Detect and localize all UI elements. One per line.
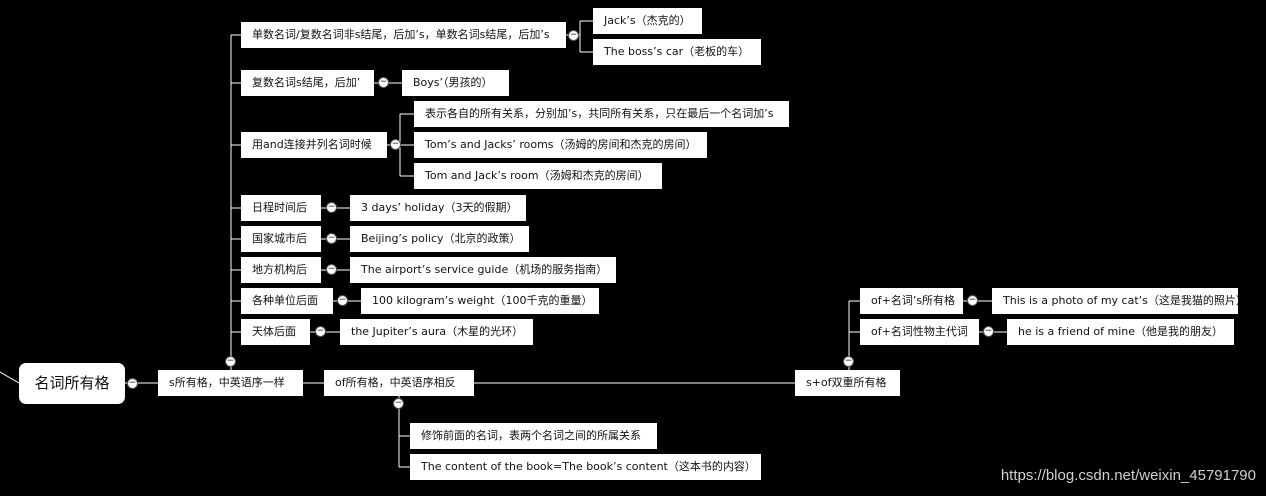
rule-collapse-icon[interactable]: − xyxy=(378,77,389,88)
rule-collapse-icon[interactable]: − xyxy=(326,264,337,275)
rule-collapse-icon[interactable]: − xyxy=(568,30,579,41)
example-node[interactable]: 表示各自的所有关系，分别加’s，共同所有关系，只在最后一个名词加’s xyxy=(414,101,789,127)
of-detail-node[interactable]: The content of the book=The book’s conte… xyxy=(410,454,761,480)
s-genitive-collapse-icon[interactable]: − xyxy=(225,356,236,367)
rule-collapse-icon[interactable]: − xyxy=(337,295,348,306)
rule-collapse-icon[interactable]: − xyxy=(315,326,326,337)
example-node[interactable]: Boys’（男孩的） xyxy=(402,70,509,96)
s-rule-time[interactable]: 日程时间后 xyxy=(241,195,321,221)
s-rule-country-city[interactable]: 国家城市后 xyxy=(241,226,321,252)
rule-collapse-icon[interactable]: − xyxy=(326,202,337,213)
example-node[interactable]: Jack’s（杰克的） xyxy=(593,8,702,34)
s-rule-celestial[interactable]: 天体后面 xyxy=(241,319,310,345)
example-node[interactable]: Tom’s and Jacks’ rooms（汤姆的房间和杰克的房间） xyxy=(414,132,707,158)
root-topic[interactable]: 名词所有格 xyxy=(19,363,125,404)
branch-s-genitive[interactable]: s所有格，中英语序一样 xyxy=(158,370,303,396)
connector-line xyxy=(0,371,20,384)
example-node[interactable]: The airport’s service guide（机场的服务指南） xyxy=(350,257,616,283)
example-node[interactable]: The boss’s car（老板的车） xyxy=(593,39,761,65)
rule-collapse-icon[interactable]: − xyxy=(983,326,994,337)
rule-collapse-icon[interactable]: − xyxy=(967,295,978,306)
double-rule-possessive[interactable]: of+名词’s所有格 xyxy=(860,288,963,314)
branch-double-genitive[interactable]: s+of双重所有格 xyxy=(795,370,900,396)
s-rule-units[interactable]: 各种单位后面 xyxy=(241,288,333,314)
example-node[interactable]: Tom and Jack’s room（汤姆和杰克的房间） xyxy=(414,163,662,189)
branch-of-genitive[interactable]: of所有格，中英语序相反 xyxy=(324,370,474,396)
of-genitive-collapse-icon[interactable]: − xyxy=(393,398,404,409)
s-rule-plural-s-ending[interactable]: 复数名词s结尾，后加’ xyxy=(241,70,374,96)
example-node[interactable]: 3 days’ holiday（3天的假期） xyxy=(350,195,526,221)
example-node[interactable]: he is a friend of mine（他是我的朋友） xyxy=(1007,319,1234,345)
of-detail-node[interactable]: 修饰前面的名词，表两个名词之间的所属关系 xyxy=(410,423,657,449)
double-rule-pronoun[interactable]: of+名词性物主代词 xyxy=(860,319,979,345)
watermark-url: https://blog.csdn.net/weixin_45791790 xyxy=(1000,467,1256,484)
rule-collapse-icon[interactable]: − xyxy=(326,233,337,244)
s-rule-institution[interactable]: 地方机构后 xyxy=(241,257,321,283)
example-node[interactable]: 100 kilogram’s weight（100千克的重量） xyxy=(361,288,599,314)
root-collapse-icon[interactable]: − xyxy=(127,378,138,389)
example-node[interactable]: the Jupiter’s aura（木星的光环） xyxy=(340,319,533,345)
example-node[interactable]: This is a photo of my cat’s（这是我猫的照片） xyxy=(992,288,1247,314)
s-rule-and-compound[interactable]: 用and连接并列名词时候 xyxy=(241,132,387,158)
s-rule-singular-plural[interactable]: 单数名词/复数名词非s结尾，后加’s，单数名词s结尾，后加’s xyxy=(241,22,566,48)
rule-collapse-icon[interactable]: − xyxy=(390,139,401,150)
double-genitive-collapse-icon[interactable]: − xyxy=(843,356,854,367)
example-node[interactable]: Beijing’s policy（北京的政策） xyxy=(350,226,529,252)
